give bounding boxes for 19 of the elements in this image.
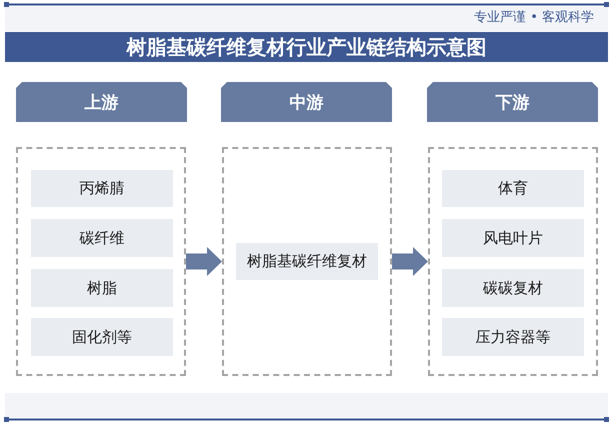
item-box: 风电叶片 bbox=[442, 219, 584, 257]
item-box: 固化剂等 bbox=[31, 318, 173, 356]
stage-header: 中游 bbox=[221, 82, 392, 122]
item-box: 碳纤维 bbox=[31, 219, 173, 257]
dashed-frame bbox=[428, 147, 598, 376]
dashed-frame bbox=[222, 147, 392, 376]
title-banner: 树脂基碳纤维复材行业产业链结构示意图 bbox=[5, 32, 608, 62]
block-arrow bbox=[392, 247, 428, 276]
slogan-text: 专业严谨 • 客观科学 bbox=[474, 10, 594, 26]
item-box: 压力容器等 bbox=[442, 318, 584, 356]
item-box: 树脂基碳纤维复材 bbox=[236, 243, 378, 280]
item-box: 树脂 bbox=[31, 269, 173, 307]
item-box: 碳碳复材 bbox=[442, 269, 584, 307]
stage-header: 上游 bbox=[16, 82, 187, 122]
block-arrow bbox=[186, 247, 222, 276]
stage-header: 下游 bbox=[427, 82, 598, 122]
item-box: 体育 bbox=[442, 170, 584, 207]
dashed-frame bbox=[16, 147, 186, 376]
item-box: 丙烯腈 bbox=[31, 170, 173, 207]
